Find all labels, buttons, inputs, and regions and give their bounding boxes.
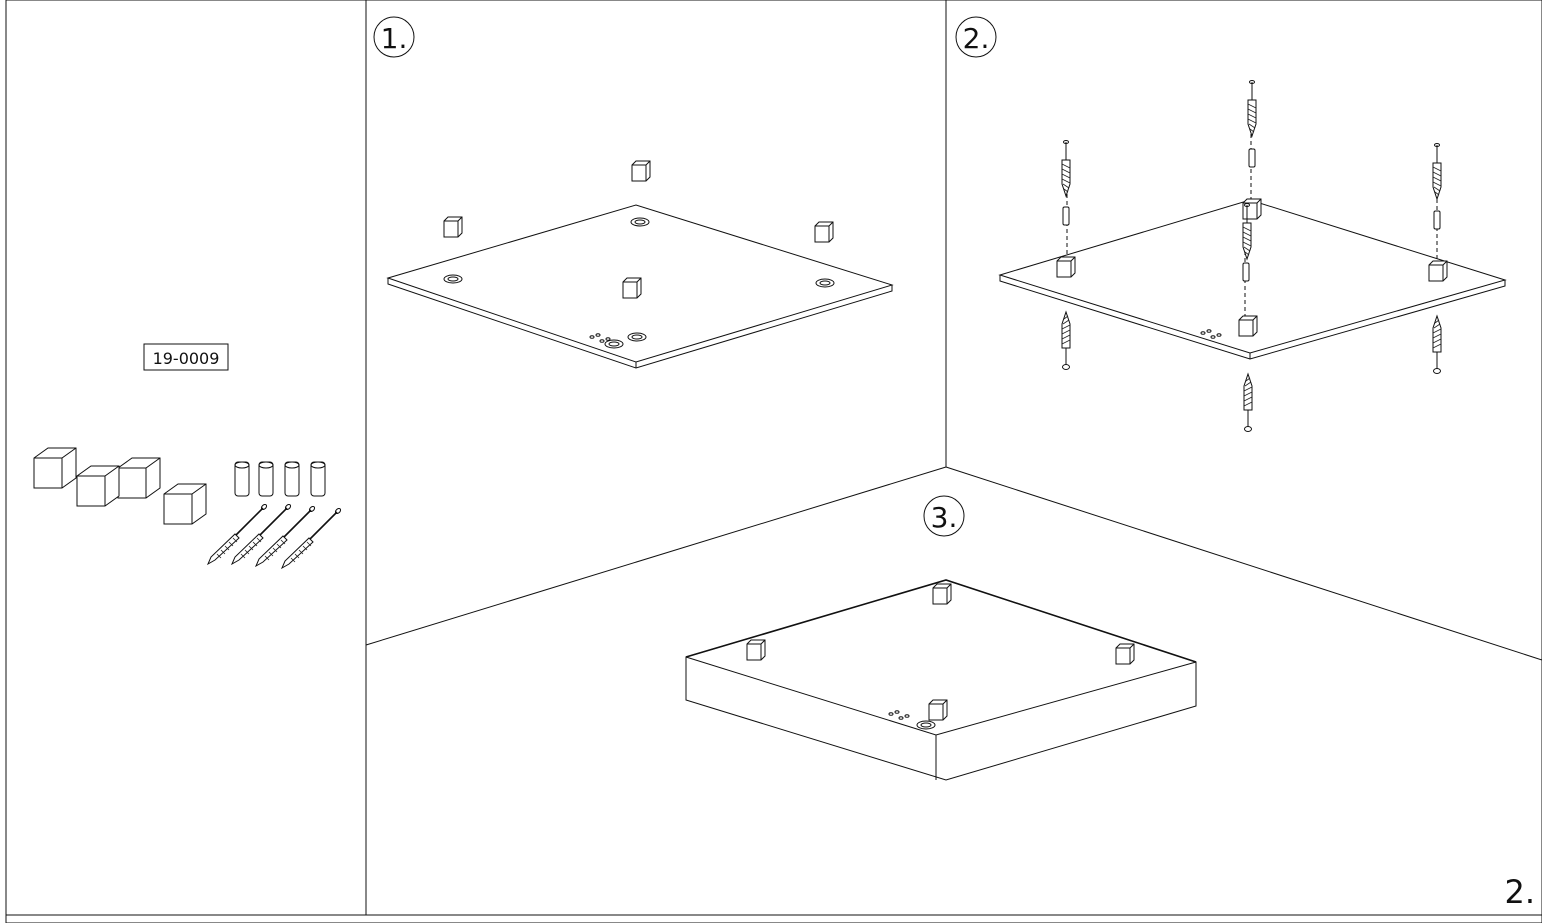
- step-2-panel: [998, 199, 1507, 360]
- foot-block: [622, 277, 642, 299]
- hardware-screw: [281, 506, 343, 569]
- anchor-screw: [1243, 373, 1253, 432]
- step-3-tray: [685, 579, 1197, 781]
- hardware-dowel: [310, 461, 326, 497]
- foot-block: [932, 583, 952, 605]
- svg-text:1.: 1.: [381, 22, 408, 55]
- foot-block: [1428, 260, 1448, 282]
- hardware-dowels: [234, 461, 326, 497]
- plug: [1242, 262, 1250, 282]
- hardware-block: [33, 447, 77, 489]
- foot-block: [746, 639, 766, 661]
- foot-block: [814, 221, 834, 243]
- plug: [1062, 206, 1070, 226]
- hardware-block: [163, 483, 207, 525]
- foot-block: [928, 699, 948, 721]
- hardware-dowel: [258, 461, 274, 497]
- anchor-screw: [1247, 80, 1257, 137]
- anchor-screw: [1432, 315, 1442, 374]
- hardware-screws: [207, 502, 343, 569]
- step-3-label: 3.: [923, 495, 965, 537]
- foot-block: [1056, 256, 1076, 278]
- foot-block: [1238, 315, 1258, 337]
- sheet-frame: [5, 0, 1542, 923]
- foot-block: [443, 216, 463, 238]
- foot-block: [631, 160, 651, 182]
- hardware-screw: [231, 502, 293, 565]
- hardware-dowel: [234, 461, 250, 497]
- anchor-screw: [1061, 311, 1071, 370]
- svg-text:2.: 2.: [963, 22, 990, 55]
- hardware-block: [76, 465, 120, 507]
- hardware-screw: [255, 504, 317, 567]
- foot-block: [1242, 198, 1262, 220]
- step-2-label: 2.: [955, 16, 997, 58]
- step-1-label: 1.: [373, 16, 415, 58]
- hardware-blocks: [33, 447, 207, 525]
- hardware-dowel: [284, 461, 300, 497]
- plug: [1248, 148, 1256, 168]
- svg-text:3.: 3.: [931, 501, 958, 534]
- plug: [1433, 210, 1441, 230]
- part-label: 19-0009: [153, 349, 220, 368]
- foot-block: [1115, 643, 1135, 665]
- part-label-box: 19-0009: [143, 343, 229, 371]
- anchor-screw: [1061, 140, 1071, 197]
- page-number: 2.: [1504, 873, 1535, 911]
- anchor-screw: [1432, 143, 1442, 200]
- hardware-block: [117, 457, 161, 499]
